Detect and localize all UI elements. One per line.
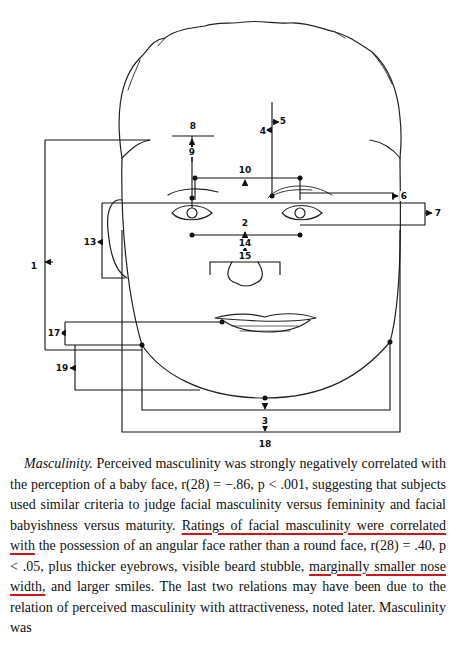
body-paragraph: Masculinity. Perceived masculinity was s… [10,454,446,639]
right-pupil [295,208,305,218]
callout-number: 9 [188,147,196,157]
callout-number: 10 [238,165,253,175]
hair-outline [119,21,401,158]
body-text: and larger smiles. The last two relation… [10,579,446,635]
callout-number: 8 [189,121,197,131]
hair-strands [128,32,392,90]
callout-number: 5 [279,116,287,126]
callout-number: 3 [261,416,269,426]
callout-number: 15 [238,251,253,261]
face-illustration [0,0,456,450]
callout-number: 19 [55,363,70,373]
callout-number: 4 [259,126,267,136]
left-eyebrow [168,189,218,195]
measurement-lines [45,102,432,432]
mouth [215,314,316,332]
callout-number: 13 [83,237,98,247]
left-pupil [187,208,197,218]
face-outline [122,158,401,398]
landmark-dots [140,176,393,401]
callout-number: 7 [434,208,442,218]
callout-number: 17 [47,328,62,338]
callout-number: 14 [238,238,253,248]
hairline [122,140,400,158]
callout-number: 6 [400,191,408,201]
nose [228,262,262,286]
callout-number: 18 [258,439,273,449]
lip-lines [232,326,298,331]
callout-number: 1 [30,261,38,271]
left-ear [108,200,127,278]
run-in-heading: Masculinity. [24,456,93,471]
callout-number: 2 [241,218,249,228]
right-eye [282,206,322,220]
